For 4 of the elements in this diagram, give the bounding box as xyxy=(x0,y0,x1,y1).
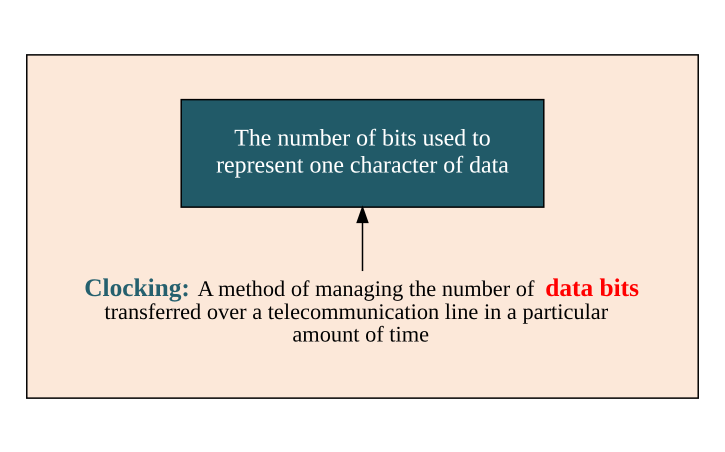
arrow xyxy=(356,204,369,271)
node-text: Clocking: A method of managing the number of data bits transferred over a telecommunication line in a particular amount of time xyxy=(84,274,640,346)
node-box: The number of bits used to represent one character of data xyxy=(180,98,545,208)
cluster xyxy=(26,54,699,398)
